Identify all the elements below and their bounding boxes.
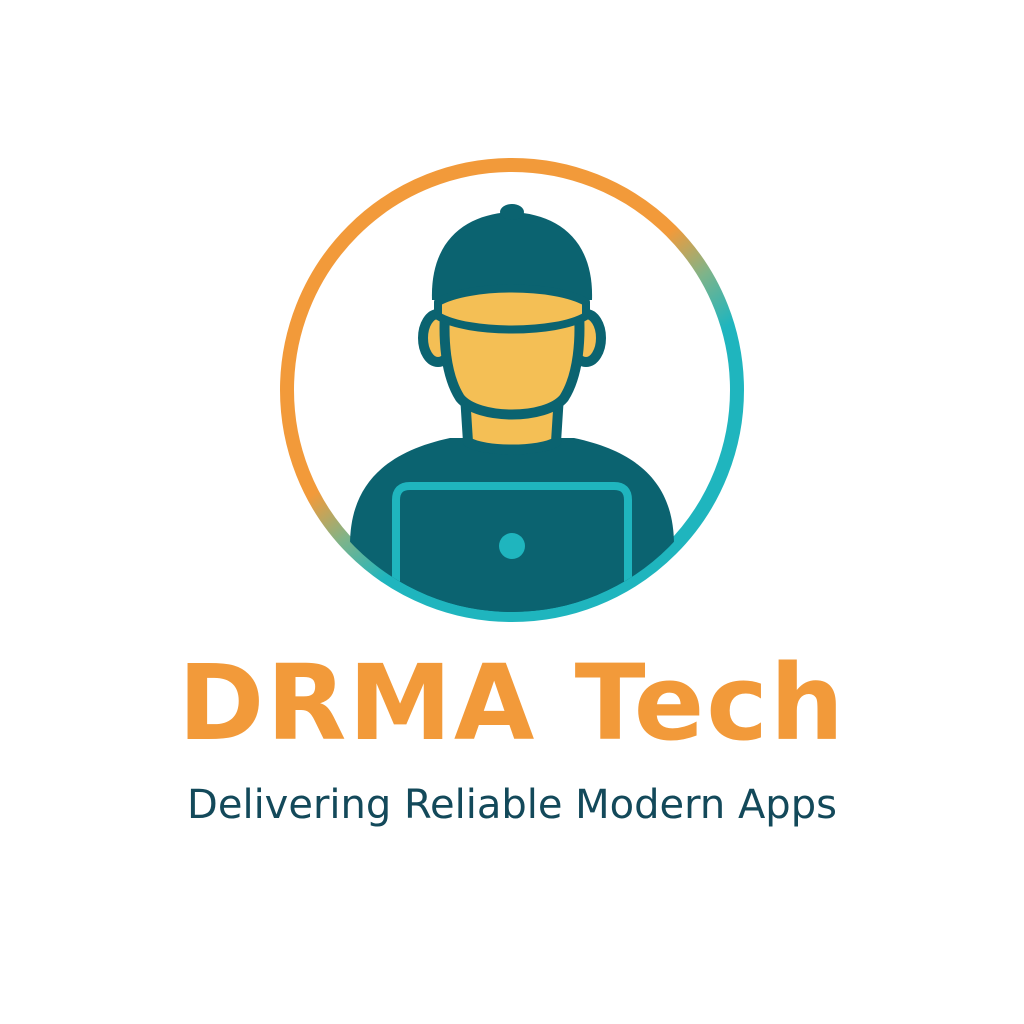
cap-dome <box>431 212 593 300</box>
brand-name: DRMA Tech <box>178 642 846 764</box>
developer-with-laptop-icon <box>350 204 674 612</box>
tagline: Delivering Reliable Modern Apps <box>187 782 837 828</box>
laptop-logo-dot <box>499 533 525 559</box>
gradient-ring <box>280 158 744 622</box>
cap-button <box>500 204 524 220</box>
cap-brim <box>434 284 590 334</box>
